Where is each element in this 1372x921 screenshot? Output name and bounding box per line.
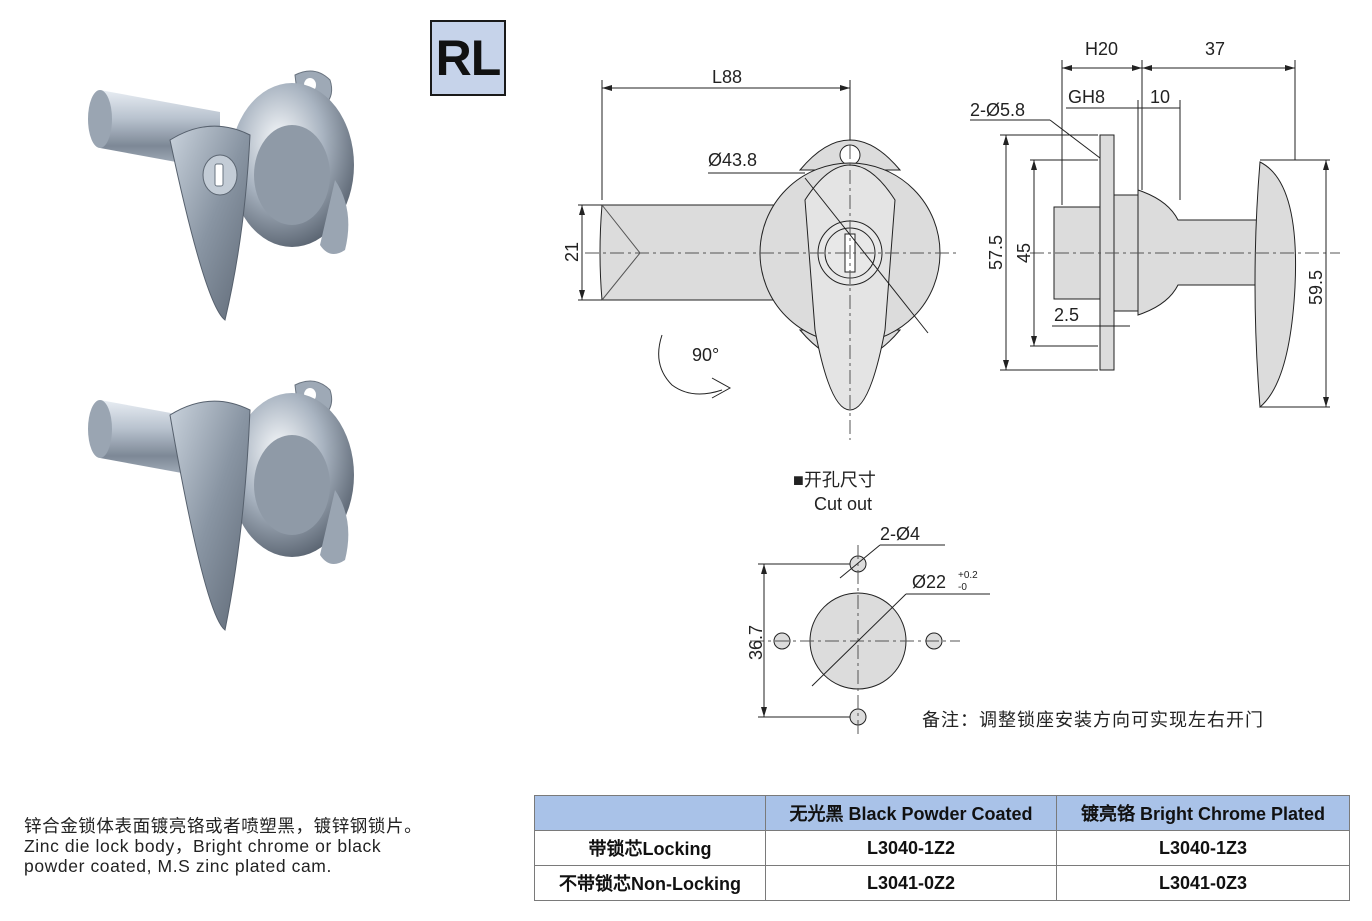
spec-header-row: 无光黑 Black Powder Coated 镀亮铬 Bright Chrom…: [534, 795, 1350, 831]
product-photo-non-locking: [70, 370, 370, 640]
product-photo-locking: [70, 60, 370, 330]
dim-holes-5-8: 2-Ø5.8: [970, 100, 1025, 120]
description-en: Zinc die lock body，Bright chrome or blac…: [24, 836, 382, 876]
product-description: 锌合金锁体表面镀亮铬或者喷塑黑，镀锌钢锁片。 Zinc die lock bod…: [24, 816, 444, 876]
cell-locking-chrome: L3040-1Z3: [1056, 830, 1350, 866]
spec-header-chrome: 镀亮铬 Bright Chrome Plated: [1056, 795, 1350, 831]
product-code-badge: RL: [430, 20, 506, 96]
spec-header-blank: [534, 795, 766, 831]
cutout-holes: 2-Ø4: [880, 524, 920, 544]
table-row: 带锁芯Locking L3040-1Z2 L3040-1Z3: [534, 830, 1350, 866]
rotation-90: 90°: [692, 345, 719, 365]
cell-non-locking-chrome: L3041-0Z3: [1056, 865, 1350, 901]
dim-diameter-43-8: Ø43.8: [708, 150, 757, 170]
dim-37: 37: [1205, 39, 1225, 59]
cutout-title-cn: ■开孔尺寸: [793, 470, 876, 490]
cutout-title-en: Cut out: [814, 494, 872, 514]
dim-2-5: 2.5: [1054, 305, 1079, 325]
dim-59-5: 59.5: [1306, 270, 1326, 305]
spec-table: 无光黑 Black Powder Coated 镀亮铬 Bright Chrom…: [534, 795, 1350, 901]
dim-45: 45: [1014, 243, 1034, 263]
dim-h20: H20: [1085, 39, 1118, 59]
cutout-tol-plus: +0.2: [958, 570, 978, 581]
row-label-non-locking: 不带锁芯Non-Locking: [534, 865, 766, 901]
dim-l88: L88: [712, 67, 742, 87]
dim-gh8: GH8: [1068, 87, 1105, 107]
cutout-tol-minus: -0: [958, 582, 967, 593]
dim-21: 21: [562, 242, 582, 262]
description-cn: 锌合金锁体表面镀亮铬或者喷塑黑，镀锌钢锁片。: [24, 816, 423, 836]
spec-header-black: 无光黑 Black Powder Coated: [765, 795, 1057, 831]
installation-note: 备注：调整锁座安装方向可实现左右开门: [922, 710, 1264, 730]
table-row: 不带锁芯Non-Locking L3041-0Z2 L3041-0Z3: [534, 865, 1350, 901]
dim-57-5: 57.5: [986, 235, 1006, 270]
cutout-height: 36.7: [746, 625, 766, 660]
cutout-bore: Ø22: [912, 572, 946, 592]
dim-10: 10: [1150, 87, 1170, 107]
cell-locking-black: L3040-1Z2: [765, 830, 1057, 866]
row-label-locking: 带锁芯Locking: [534, 830, 766, 866]
cell-non-locking-black: L3041-0Z2: [765, 865, 1057, 901]
technical-drawing: L88 Ø43.8 21 90°: [560, 30, 1372, 750]
